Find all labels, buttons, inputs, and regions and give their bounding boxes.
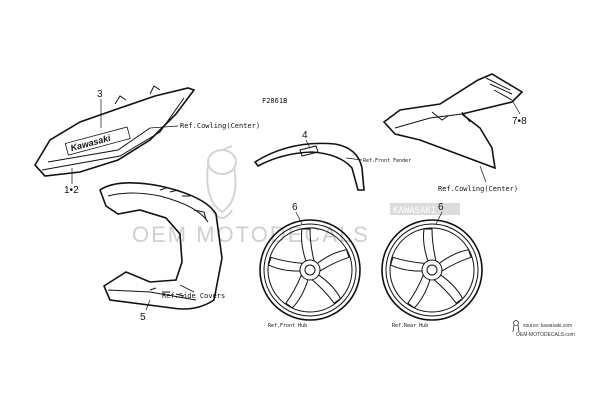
ref-front-fender: Ref.Front Fender [363,158,411,164]
ref-cowling-center-left: Ref.Cowling(Center) [180,122,260,130]
leader-6-rear [435,211,443,225]
callout-1-2: 1•2 [64,185,79,196]
callout-4: 4 [302,130,308,141]
leader-ref-side-covers [179,284,195,293]
kawasaki-decal [64,126,131,156]
ref-front-hub: Ref.Front Hub [268,323,307,329]
leader-ref-fender [345,157,363,161]
right-cowling-part [382,73,524,170]
watermark-product: KAWASAKI [393,206,436,216]
bird-logo-icon [512,320,520,333]
callout-7-8: 7•8 [512,116,527,127]
source-line-1: source: kawasaki.com [523,323,572,329]
leader-ref-cowling-left [149,125,179,129]
leader-4 [305,139,311,149]
side-covers-part [99,182,223,310]
ref-cowling-center-right: Ref.Cowling(Center) [438,185,518,193]
ref-rear-hub: Ref.Rear Hub [392,323,428,329]
rear-wheel-part [381,219,483,321]
watermark-brand: OEM MOTODECALS [132,222,370,247]
front-fender-part [253,142,365,191]
leader-ref-cowling-right [479,165,487,183]
callout-6-front: 6 [292,202,298,213]
source-credit: source: kawasaki.com OEM-MOTODECALS.com [512,320,575,338]
left-cowling-part: Kawasaki [34,85,196,177]
diagram-code: F2861B [262,97,287,105]
leader-7-8 [511,99,521,115]
watermark: OEM MOTODECALS KAWASAKI [132,145,460,247]
kawasaki-decal-text: Kawasaki [69,133,112,153]
watermark-product-box [390,203,460,215]
ref-side-covers: Ref.Side Covers [162,292,225,300]
front-wheel-part [259,219,361,321]
source-line-2: OEM-MOTODECALS.com [516,332,575,338]
watermark-bird-icon [206,145,237,219]
callout-6-rear: 6 [438,202,444,213]
callout-5: 5 [140,312,146,323]
callout-3: 3 [97,89,103,100]
leader-5 [145,299,151,311]
leader-6-front [295,211,303,225]
